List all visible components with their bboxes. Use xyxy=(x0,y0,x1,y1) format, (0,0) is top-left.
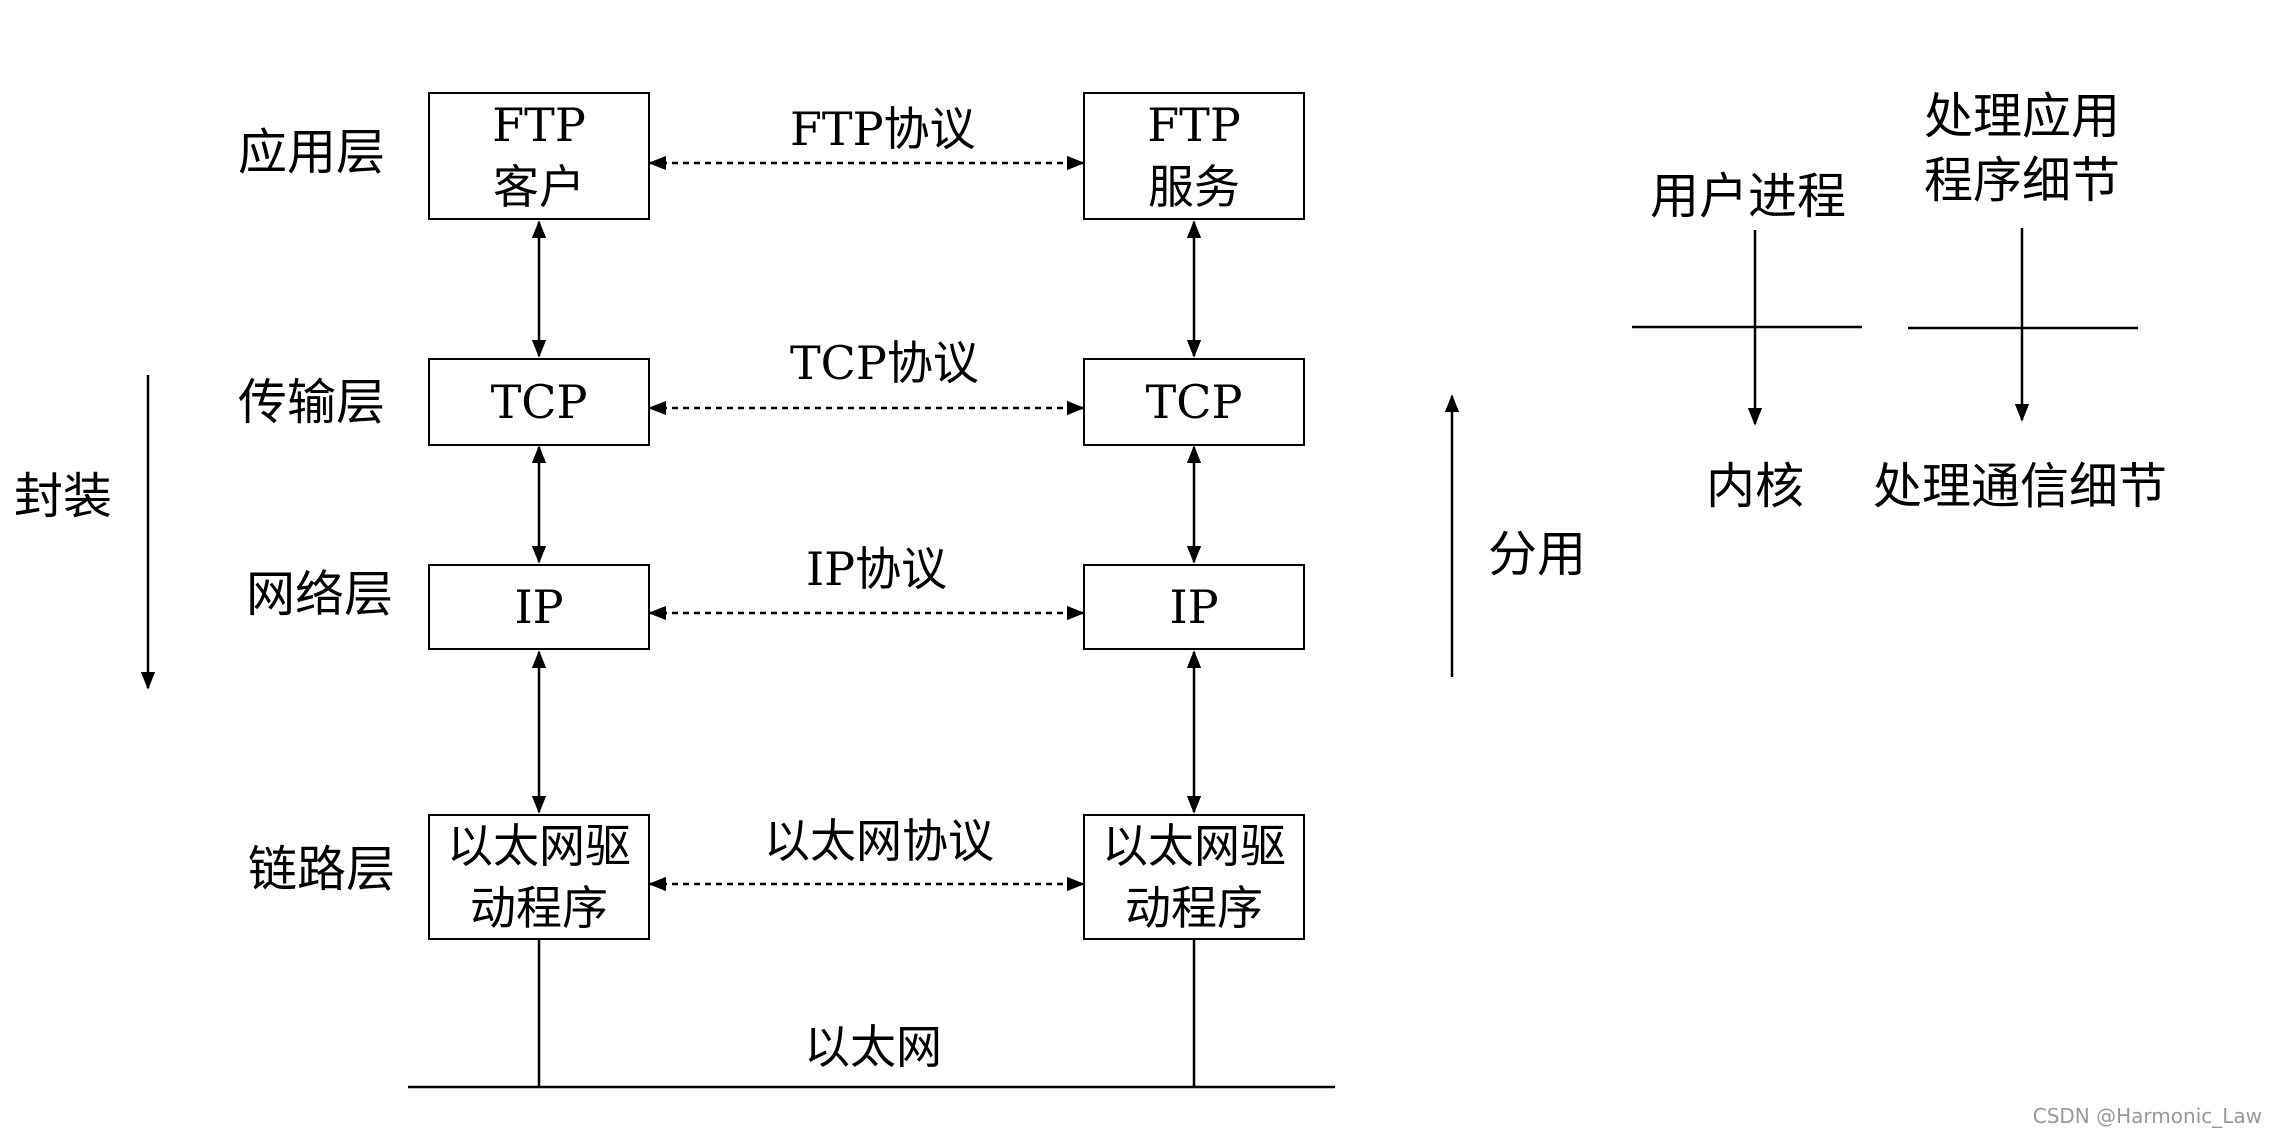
ip-protocol-label: IP协议 xyxy=(806,542,948,596)
comm-details-label: 处理通信细节 xyxy=(1873,458,2168,515)
client-ip-box: IP xyxy=(428,564,650,650)
ftp-client-line2: 客户 xyxy=(493,160,585,214)
kernel-label: 内核 xyxy=(1706,458,1805,515)
encapsulation-label: 封装 xyxy=(14,468,113,525)
user-process-label: 用户进程 xyxy=(1650,168,1847,225)
client-ethernet-driver-box: 以太网驱 动程序 xyxy=(428,814,650,940)
ftp-protocol-label: FTP协议 xyxy=(790,102,976,156)
client-driver-line1: 以太网驱 xyxy=(447,818,631,873)
network-layer-label: 网络层 xyxy=(246,566,394,623)
client-tcp-box: TCP xyxy=(428,358,650,446)
ethernet-protocol-label: 以太网协议 xyxy=(764,814,994,868)
watermark: CSDN @Harmonic_Law xyxy=(2032,1104,2262,1128)
ftp-server-line2: 服务 xyxy=(1148,160,1240,214)
server-driver-line2: 动程序 xyxy=(1125,881,1263,935)
tcp-protocol-label: TCP协议 xyxy=(790,336,979,390)
server-ethernet-driver-box: 以太网驱 动程序 xyxy=(1083,814,1305,940)
server-ip-label: IP xyxy=(1169,579,1219,634)
app-details-line2: 程序细节 xyxy=(1924,152,2121,209)
server-tcp-label: TCP xyxy=(1145,374,1243,429)
ethernet-medium-label: 以太网 xyxy=(804,1020,942,1074)
client-driver-line2: 动程序 xyxy=(470,881,608,935)
transport-layer-label: 传输层 xyxy=(238,374,386,431)
ftp-server-box: FTP 服务 xyxy=(1083,92,1305,220)
server-tcp-box: TCP xyxy=(1083,358,1305,446)
application-layer-label: 应用层 xyxy=(238,124,386,181)
client-tcp-label: TCP xyxy=(490,374,588,429)
ftp-client-line1: FTP xyxy=(492,97,586,152)
server-ip-box: IP xyxy=(1083,564,1305,650)
ftp-client-box: FTP 客户 xyxy=(428,92,650,220)
client-ip-label: IP xyxy=(514,579,564,634)
ftp-server-line1: FTP xyxy=(1147,97,1241,152)
server-driver-line1: 以太网驱 xyxy=(1102,818,1286,873)
link-layer-label: 链路层 xyxy=(248,841,396,898)
demultiplexing-label: 分用 xyxy=(1488,526,1587,583)
app-details-line1: 处理应用 xyxy=(1924,88,2121,145)
